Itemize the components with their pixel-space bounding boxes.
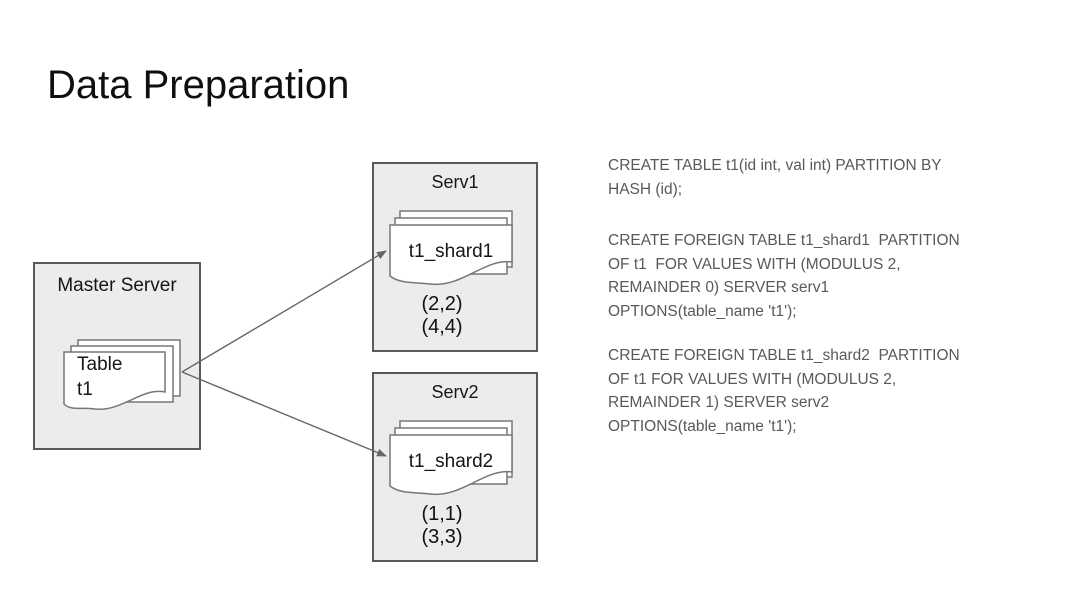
serv1-label: Serv1 (431, 172, 479, 192)
sql-create-foreign-table-shard1-statement: CREATE FOREIGN TABLE t1_shard1 PARTITION… (608, 232, 960, 320)
serv2-row-2: (3,3) (421, 526, 463, 548)
master-table-label: Table t1 (77, 352, 122, 402)
serv2-shard-label: t1_shard2 (408, 451, 494, 472)
serv1-rows: (2,2) (4,4) (374, 293, 510, 339)
serv1-shard-label: t1_shard1 (408, 241, 494, 262)
sql-create-table-statement: CREATE TABLE t1(id int, val int) PARTITI… (608, 157, 942, 198)
master-server-label: Master Server (57, 275, 177, 296)
serv1-row-1: (2,2) (421, 293, 463, 315)
arrow-master-to-serv1 (181, 250, 387, 373)
arrow-master-to-serv2 (181, 371, 387, 457)
serv2-row-1: (1,1) (421, 503, 463, 525)
sql-create-foreign-table-shard2-statement: CREATE FOREIGN TABLE t1_shard2 PARTITION… (608, 347, 960, 435)
slide-title: Data Preparation (47, 63, 350, 107)
serv2-rows: (1,1) (3,3) (374, 503, 510, 549)
master-table-label-line2: t1 (77, 379, 93, 400)
serv1-row-2: (4,4) (421, 316, 463, 338)
serv2-label: Serv2 (431, 382, 479, 402)
master-table-label-line1: Table (77, 354, 123, 375)
